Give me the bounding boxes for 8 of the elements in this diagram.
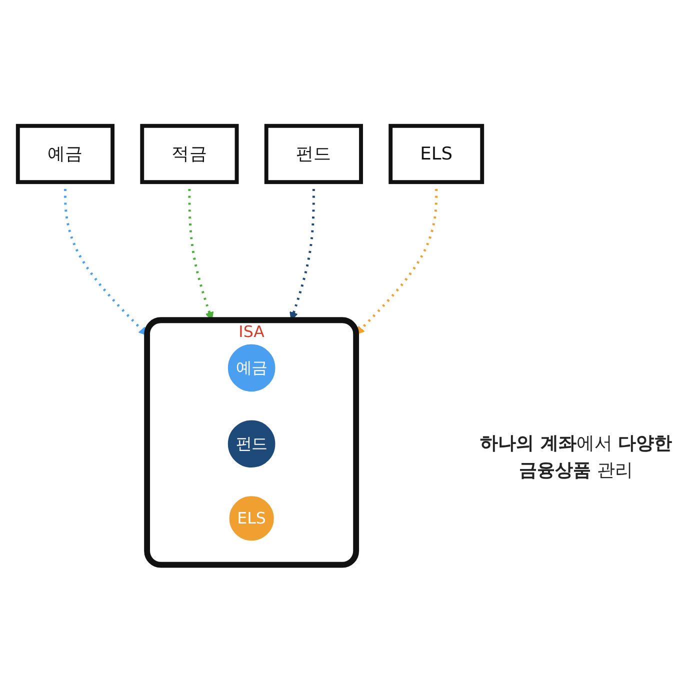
node-box: 예금 bbox=[16, 124, 115, 184]
node-box: ELS bbox=[388, 124, 484, 184]
node-box: 적금 bbox=[140, 124, 239, 184]
node-circle: ELS bbox=[229, 496, 274, 540]
node-box: 펀드 bbox=[264, 124, 363, 184]
node-circle: 예금 bbox=[228, 344, 276, 392]
caption-text: 하나의 계좌에서 다양한 금융상품 관리 bbox=[478, 432, 673, 483]
node-circle: 펀드 bbox=[228, 420, 276, 468]
